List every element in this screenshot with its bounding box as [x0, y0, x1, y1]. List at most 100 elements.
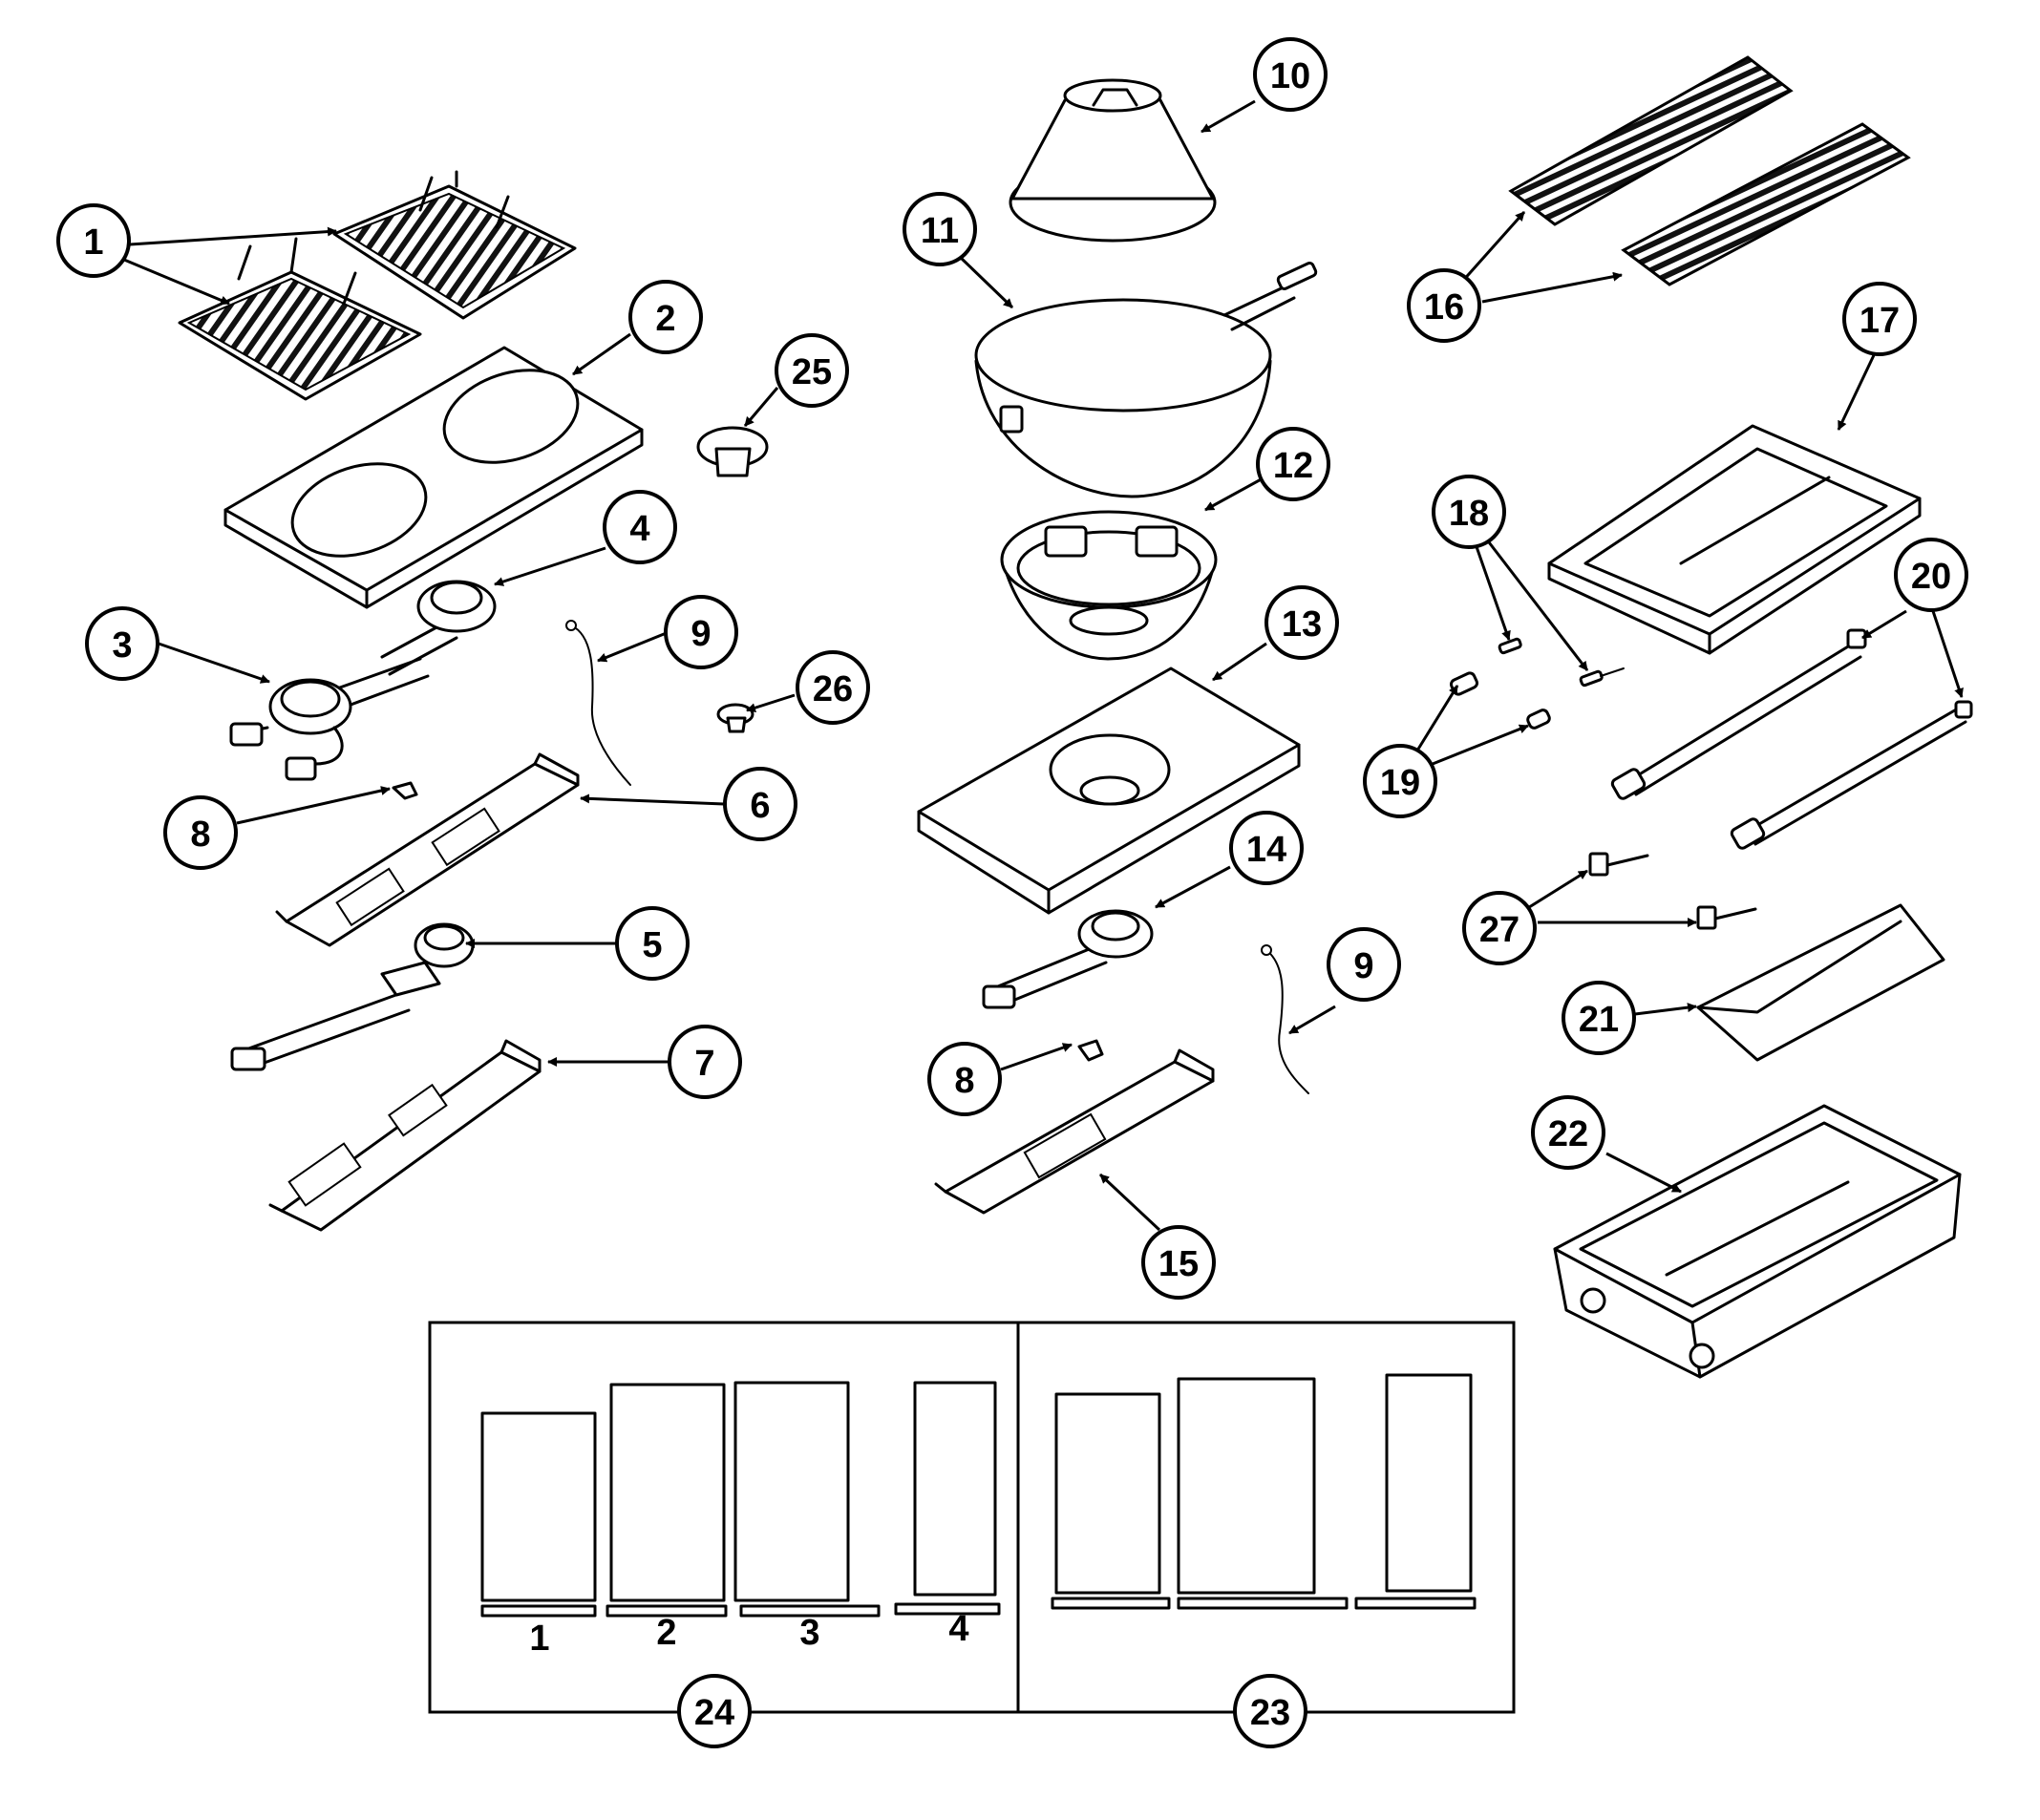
panel-24-1: [480, 1411, 597, 1602]
svg-text:5: 5: [642, 925, 662, 965]
callout-21: 21: [1562, 981, 1636, 1055]
svg-text:10: 10: [1270, 56, 1310, 96]
filler-panel-box: 1 2 3 4: [428, 1321, 1516, 1714]
svg-text:25: 25: [792, 352, 832, 392]
wok-burner: [982, 909, 1154, 1009]
panel-label-3: 3: [799, 1613, 819, 1653]
svg-text:23: 23: [1250, 1693, 1290, 1733]
svg-text:19: 19: [1380, 763, 1420, 803]
cooktop-plate: [223, 346, 644, 609]
callout-12: 12: [1256, 427, 1330, 501]
svg-text:6: 6: [750, 786, 770, 826]
thermocouple-wire-left: [570, 624, 631, 786]
svg-text:21: 21: [1579, 1000, 1619, 1040]
callout-3: 3: [85, 606, 159, 681]
callout-1: 1: [56, 203, 131, 278]
svg-text:2: 2: [655, 299, 675, 339]
ignitor-bracket-left: [392, 781, 418, 800]
svg-text:26: 26: [813, 669, 853, 709]
clip-lower: [1696, 905, 1757, 930]
svg-text:22: 22: [1548, 1114, 1588, 1154]
svg-text:12: 12: [1273, 446, 1313, 486]
svg-text:13: 13: [1282, 604, 1322, 645]
callout-14: 14: [1229, 811, 1304, 885]
callout-11: 11: [903, 192, 977, 266]
panel-label-1: 1: [529, 1619, 549, 1659]
callout-24: 24: [677, 1674, 752, 1748]
grill-grate-top: [1508, 55, 1794, 226]
drip-tray: [1553, 1104, 1962, 1379]
grill-burner-tube-upper: [1610, 628, 1867, 800]
svg-text:20: 20: [1911, 557, 1951, 597]
svg-text:18: 18: [1449, 494, 1489, 534]
callout-20: 20: [1894, 538, 1968, 612]
burner-tray-lower: [268, 1039, 542, 1232]
ignitor-bracket-center: [1077, 1039, 1104, 1062]
callout-9-left: 9: [664, 595, 738, 669]
callout-15: 15: [1141, 1225, 1216, 1300]
svg-text:9: 9: [691, 614, 711, 654]
callout-9-center: 9: [1327, 927, 1401, 1002]
panel-23-2: [1177, 1377, 1316, 1595]
knob-large: [696, 426, 769, 477]
panel-label-4: 4: [948, 1609, 968, 1649]
callout-6: 6: [723, 767, 797, 841]
svg-text:17: 17: [1859, 301, 1900, 341]
grate-left: [178, 237, 422, 401]
wok: [974, 262, 1318, 498]
svg-text:3: 3: [112, 625, 132, 666]
svg-text:24: 24: [694, 1693, 734, 1733]
svg-text:27: 27: [1479, 910, 1519, 950]
callout-18: 18: [1432, 475, 1506, 549]
burner-tray-upper: [275, 752, 580, 947]
callout-17: 17: [1842, 282, 1917, 356]
callout-25: 25: [775, 333, 849, 408]
callout-10: 10: [1253, 37, 1328, 112]
callout-8-left: 8: [163, 795, 238, 870]
svg-text:8: 8: [190, 815, 210, 855]
heat-shield: [1696, 903, 1945, 1062]
callout-19: 19: [1363, 744, 1437, 818]
panel-23-1: [1054, 1392, 1161, 1595]
callout-4: 4: [603, 490, 677, 564]
svg-text:7: 7: [694, 1044, 714, 1084]
wok-burner-plate: [917, 667, 1301, 915]
callout-8-center: 8: [927, 1042, 1002, 1116]
svg-text:9: 9: [1353, 946, 1373, 986]
grill-burner-tube-lower: [1730, 700, 1973, 850]
grill-grate-bottom: [1621, 122, 1911, 286]
callout-22: 22: [1531, 1095, 1605, 1170]
callout-2: 2: [628, 280, 703, 354]
panel-24-2: [609, 1383, 726, 1602]
wok-burner-tray: [934, 1048, 1215, 1215]
wok-ring: [1000, 510, 1218, 661]
callout-13: 13: [1264, 585, 1339, 660]
svg-text:16: 16: [1424, 287, 1464, 328]
svg-text:14: 14: [1246, 830, 1286, 870]
wok-lid: [1009, 78, 1217, 243]
panel-24-3: [733, 1381, 850, 1602]
svg-text:4: 4: [629, 509, 649, 549]
callout-27: 27: [1462, 891, 1537, 965]
dual-burner-assembly: [229, 580, 497, 781]
single-burner: [230, 922, 475, 1071]
callout-5: 5: [615, 906, 690, 981]
knob-small: [716, 703, 754, 733]
fitting-group: [1449, 637, 1625, 730]
panel-23-3: [1385, 1373, 1473, 1593]
thermocouple-wire-center: [1265, 949, 1309, 1094]
grill-pan: [1547, 424, 1922, 655]
grate-right: [332, 170, 577, 320]
clip-upper: [1588, 852, 1649, 877]
leader-lines: [123, 99, 1964, 1232]
svg-text:1: 1: [83, 222, 103, 263]
callout-7: 7: [668, 1025, 742, 1099]
callout-23: 23: [1233, 1674, 1307, 1748]
panel-label-2: 2: [656, 1613, 676, 1653]
svg-text:8: 8: [954, 1061, 974, 1101]
svg-text:15: 15: [1158, 1244, 1199, 1284]
callout-16: 16: [1407, 268, 1481, 343]
svg-text:11: 11: [921, 211, 959, 251]
callout-26: 26: [796, 650, 870, 725]
